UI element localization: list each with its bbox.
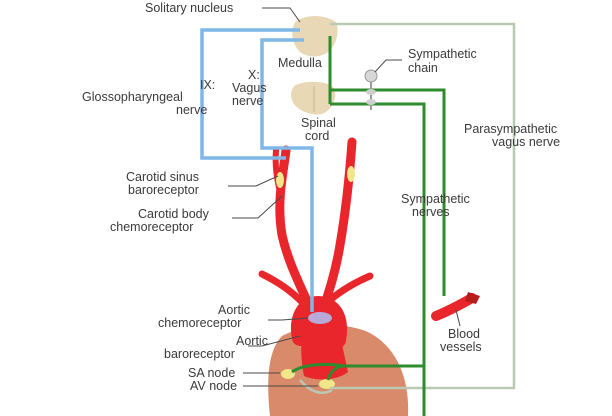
parasympathetic-to-av	[299, 379, 333, 394]
spinal-cord	[291, 81, 336, 115]
vagus-nerve-sensory	[260, 38, 314, 312]
label-ix: IX:	[200, 78, 215, 92]
label-aortic-chemo-2: chemoreceptor	[158, 316, 241, 330]
parasympathetic-vagus-nerve	[330, 22, 516, 390]
label-solitary-nucleus: Solitary nucleus	[145, 1, 233, 15]
label-cord: cord	[305, 129, 329, 143]
label-vagus: Vagus	[232, 81, 267, 95]
aortic-arch	[291, 295, 347, 348]
label-ix-nerve: nerve	[176, 103, 207, 117]
av-node	[319, 379, 335, 389]
aortic-chemoreceptor	[308, 312, 332, 324]
leader-lines	[228, 7, 461, 387]
label-x: X:	[248, 68, 260, 82]
label-glossopharyngeal: Glossopharyngeal	[82, 90, 183, 104]
label-blood-vessels: Blood	[448, 327, 480, 341]
label-sympathetic-chain-2: chain	[408, 61, 438, 75]
label-vagus-nerve: nerve	[232, 94, 263, 108]
medulla	[292, 16, 338, 57]
left-carotid-external	[272, 147, 284, 198]
label-carotid-sinus-2: baroreceptor	[128, 183, 199, 197]
label-aortic-baro-2: baroreceptor	[164, 347, 235, 361]
label-sympathetic-chain: Sympathetic	[408, 47, 477, 61]
label-blood-vessels-2: vessels	[440, 340, 482, 354]
label-sympathetic-nerves-2: nerves	[412, 205, 450, 219]
sympathetic-to-sa	[291, 362, 345, 374]
label-carotid-body-2: chemoreceptor	[110, 220, 193, 234]
label-medulla: Medulla	[278, 56, 322, 70]
label-aortic-baro: Aortic	[236, 334, 268, 348]
sympathetic-ganglion-upper	[366, 89, 376, 95]
label-parasympathetic-vagus: vagus nerve	[492, 135, 560, 149]
label-spinal: Spinal	[301, 116, 336, 130]
label-av-node: AV node	[190, 379, 237, 393]
left-carotid-artery	[275, 145, 317, 317]
sympathetic-ganglion-lower	[366, 99, 376, 105]
label-sympathetic-nerves: Sympathetic	[401, 192, 470, 206]
carotid-sinus-baroreceptor-left	[276, 172, 284, 188]
sympathetic-nerves	[330, 102, 426, 416]
label-parasympathetic: Parasympathetic	[464, 122, 557, 136]
left-subclavian-artery	[258, 270, 306, 306]
label-sa-node: SA node	[188, 366, 235, 380]
carotid-sinus-baroreceptor-right	[347, 166, 355, 182]
glossopharyngeal-nerve	[200, 28, 300, 160]
label-carotid-sinus: Carotid sinus	[126, 170, 199, 184]
label-aortic-chemo: Aortic	[218, 303, 250, 317]
sa-node	[281, 369, 295, 379]
blood-vessel-end	[465, 292, 480, 304]
label-carotid-body: Carotid body	[138, 207, 210, 221]
right-subclavian-artery	[326, 272, 374, 304]
